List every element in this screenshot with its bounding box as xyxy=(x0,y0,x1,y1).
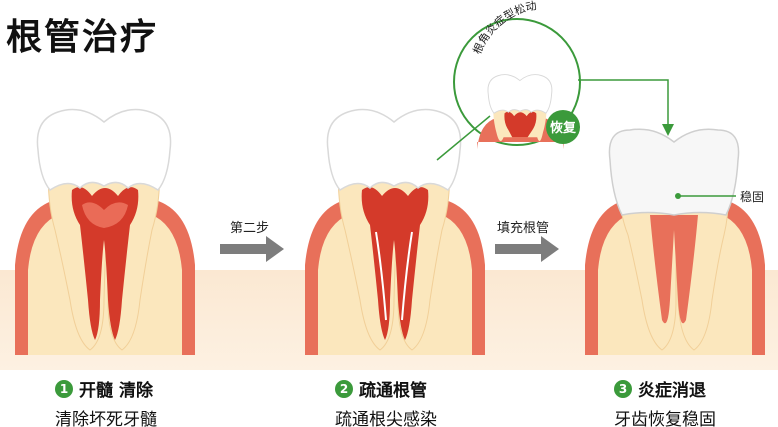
inset-zoom xyxy=(453,18,581,150)
arrow-step-two xyxy=(220,236,284,262)
step-1-number: 1 xyxy=(55,379,73,398)
step-2-head: 疏通根管 xyxy=(359,381,427,401)
tooth-step-3 xyxy=(585,128,765,355)
inset-connector xyxy=(436,115,491,161)
step-1-head-a: 开髓 xyxy=(79,381,113,401)
step-1-sub: 清除坏死牙髓 xyxy=(55,410,157,427)
step-3-head: 炎症消退 xyxy=(638,381,706,401)
arrow-fill-canal-label: 填充根管 xyxy=(497,220,549,236)
step-1-caption: 1 开髓 清除 清除坏死牙髓 xyxy=(55,376,157,427)
crown-callout-label: 稳固 xyxy=(740,189,764,204)
step-2-caption: 2 疏通根管 疏通根尖感染 xyxy=(335,376,437,427)
inset-to-crown-arrow xyxy=(578,79,674,136)
page-title: 根管治疗 xyxy=(6,17,159,58)
arrow-step-two-label: 第二步 xyxy=(230,221,269,236)
recover-badge: 恢复 xyxy=(550,120,577,136)
tooth-step-1 xyxy=(15,108,195,355)
step-3-sub: 牙齿恢复稳固 xyxy=(614,410,716,427)
step-2-number: 2 xyxy=(335,379,353,398)
step-3-number: 3 xyxy=(614,379,632,398)
arrow-fill-canal xyxy=(495,236,559,262)
step-1-head-b: 清除 xyxy=(119,381,153,401)
step-2-sub: 疏通根尖感染 xyxy=(335,410,437,427)
recover-badge-bg xyxy=(546,110,580,144)
step-3-caption: 3 炎症消退 牙齿恢复稳固 xyxy=(614,376,716,427)
tooth-step-2 xyxy=(305,108,485,355)
